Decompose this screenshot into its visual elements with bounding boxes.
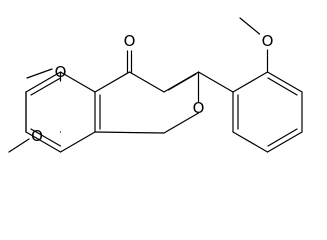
bond-c4-c3	[128, 71, 165, 93]
molecule-structure: O O O O O	[8, 17, 303, 153]
bond-c4-c4a	[94, 71, 131, 93]
bond-c1p-c2p	[232, 71, 269, 93]
bond-c8a-c4a-link	[94, 131, 165, 134]
bond-c4p-c5p-inner	[267, 128, 298, 147]
atom-methoxy-o-c5: O	[55, 63, 67, 81]
bond-c6-c5	[25, 71, 62, 93]
bond-c8-c7	[25, 131, 62, 153]
bond-c6-c5-inner	[30, 77, 62, 96]
atom-carbonyl-o: O	[124, 32, 136, 50]
bond-c2-c1p	[197, 71, 234, 93]
atom-ring-o: O	[193, 99, 205, 117]
bond-c3-c2-inner	[167, 73, 197, 91]
bond-c6-o-ch3	[8, 138, 30, 153]
bond-c8-c7-inner	[30, 128, 62, 147]
bond-c2p-c3p	[266, 71, 303, 93]
bond-c4p-c5p	[266, 131, 303, 153]
bond-c5-c4a	[59, 71, 96, 93]
bond-c5-o-ch3	[26, 68, 53, 79]
bond-phenyl-o-ch3	[239, 17, 261, 35]
bond-o1-c8a	[163, 112, 200, 134]
bond-c8a-c8	[59, 131, 96, 153]
bond-c2p-c3p-inner	[267, 77, 298, 96]
molecule-canvas: O O O O O	[8, 17, 303, 153]
atom-methoxy-o-c6: O	[31, 127, 43, 145]
bond-c5p-c6p	[232, 131, 269, 153]
atom-labels: O O O O O	[31, 32, 273, 145]
bond-lines	[8, 17, 303, 153]
atom-methoxy-o-phenyl: O	[262, 32, 274, 50]
